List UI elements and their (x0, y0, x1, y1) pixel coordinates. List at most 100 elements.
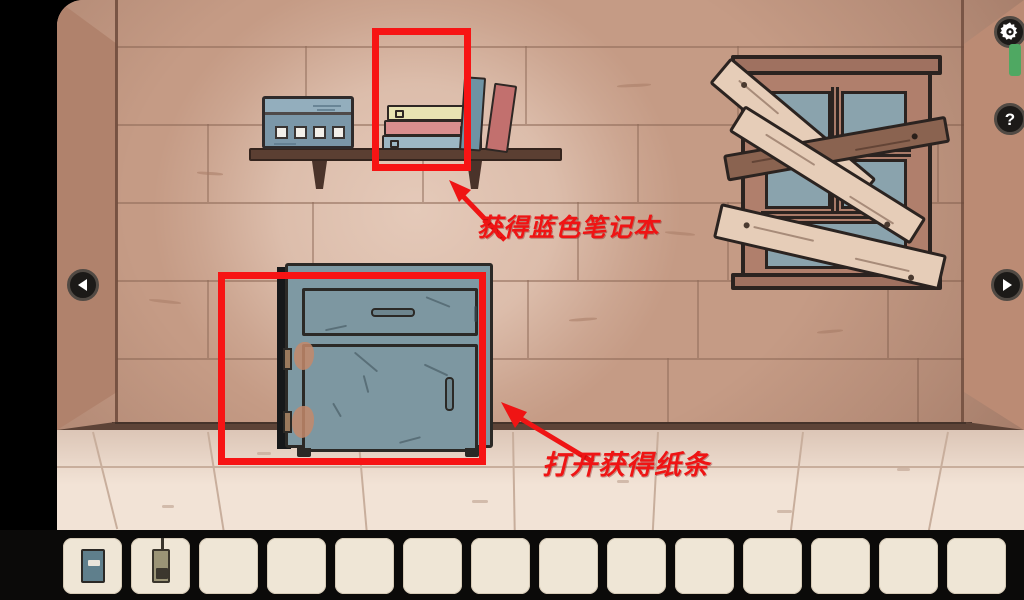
radio-detail-line (317, 109, 335, 111)
inventory-slot-4[interactable] (267, 538, 326, 594)
inventory-slot-8[interactable] (539, 538, 598, 594)
brick-mortar-line (312, 202, 314, 280)
annotation-label-cabinet: 打开获得纸条 (542, 450, 710, 481)
plank-nail (743, 221, 751, 229)
cabinet-foot (465, 448, 479, 457)
rust-stain (292, 406, 314, 438)
nav-left-button[interactable] (67, 269, 99, 301)
radio-button[interactable] (294, 126, 307, 139)
highlight-box-cabinet (218, 272, 486, 465)
plank-grain (854, 139, 911, 151)
plank-nail (911, 132, 919, 140)
brick-mortar-line (525, 46, 527, 124)
gear-icon (1000, 22, 1018, 40)
floor-speck (162, 505, 174, 508)
inventory-slot-1[interactable] (63, 538, 122, 594)
highlight-box-notebook (372, 28, 471, 171)
brick-mortar-line (305, 46, 307, 124)
inventory-slot-2[interactable] (131, 538, 190, 594)
baseboard-left (57, 422, 115, 432)
green-side-tab[interactable] (1009, 44, 1021, 76)
cabinet-body (283, 263, 493, 452)
window-mullion (761, 211, 911, 219)
annotation-label-notebook: 获得蓝色笔记本 (477, 213, 660, 242)
window-sill-top (731, 55, 942, 75)
cabinet-scratch (474, 306, 477, 322)
inventory-slot-5[interactable] (335, 538, 394, 594)
brick-mortar-line (207, 280, 209, 358)
brick-mortar-line (207, 124, 209, 202)
inventory-bar[interactable]: PCPOP下载 PCPOP Download (0, 530, 1024, 600)
book-label (395, 110, 404, 118)
inventory-slot-3[interactable] (199, 538, 258, 594)
settings-button[interactable] (994, 16, 1024, 48)
annotation-arrow-cabinet (501, 402, 595, 465)
inventory-slot-7[interactable] (471, 538, 530, 594)
brick-mortar-line (667, 358, 669, 424)
inventory-slot-13[interactable] (879, 538, 938, 594)
floor-tile-line (57, 466, 1024, 468)
inventory-slot-14[interactable] (947, 538, 1006, 594)
inventory-slot-6[interactable] (403, 538, 462, 594)
cabinet-hinge (283, 348, 292, 370)
chevron-left-icon (78, 279, 87, 291)
brick-mortar-line (887, 280, 889, 358)
door-handle[interactable] (445, 377, 454, 411)
brick-mortar-line (527, 280, 529, 358)
radio-button[interactable] (275, 126, 288, 139)
radio-button[interactable] (332, 126, 345, 139)
radio-top-panel (265, 99, 351, 115)
question-mark-icon: ? (1004, 109, 1016, 129)
brick-mortar-line (577, 202, 579, 280)
plank-grain (854, 257, 910, 273)
brick-mortar-line (917, 358, 919, 424)
inventory-slot-9[interactable] (607, 538, 666, 594)
cabinet-door[interactable] (302, 344, 478, 452)
book-blue-flat[interactable] (382, 135, 482, 150)
inventory-slot-10[interactable] (675, 538, 734, 594)
floor-speck (777, 510, 792, 513)
wall-corner-right (961, 0, 964, 430)
cabinet-foot (297, 448, 311, 457)
floor-speck (897, 468, 910, 471)
brick-mortar-line (697, 280, 699, 358)
brick-mortar-line (115, 280, 967, 282)
brick-mortar-line (115, 124, 967, 126)
radio-device[interactable] (262, 96, 354, 149)
inventory-slot-11[interactable] (743, 538, 802, 594)
rust-stain (294, 342, 314, 370)
letterbox-bar-left (0, 0, 58, 530)
cabinet-drawer[interactable] (302, 288, 478, 336)
inventory-item-blue-notebook[interactable] (80, 549, 105, 583)
boarded-window[interactable] (709, 55, 951, 291)
brick-mortar-line (115, 46, 967, 48)
nav-right-button[interactable] (991, 269, 1023, 301)
floor-speck (257, 452, 271, 455)
scene-viewport[interactable]: 获得蓝色笔记本 打开获得纸条 ? (57, 0, 1024, 530)
radio-detail-line (313, 105, 341, 107)
inventory-item-walkie-talkie[interactable] (151, 538, 170, 583)
plank-grain (753, 225, 815, 242)
brick-mortar-line (637, 124, 639, 202)
plank-nail (907, 274, 915, 282)
floor-speck (472, 500, 488, 503)
chevron-right-icon (1003, 279, 1012, 291)
inventory-slot-12[interactable] (811, 538, 870, 594)
help-button[interactable]: ? (994, 103, 1024, 135)
cabinet-hinge (283, 411, 292, 433)
book-label (390, 140, 399, 148)
wall-corner-left (115, 0, 118, 430)
brick-mortar-line (115, 358, 967, 360)
drawer-handle[interactable] (371, 308, 415, 317)
brick-mortar-line (422, 124, 424, 202)
side-wall-left (57, 0, 117, 430)
baseboard (112, 422, 972, 433)
radio-button[interactable] (313, 126, 326, 139)
brick-mortar-line (937, 124, 939, 202)
baseboard-right (966, 422, 1024, 432)
metal-cabinet[interactable] (277, 255, 493, 457)
floor-speck (617, 480, 629, 483)
shelf-bracket (312, 161, 327, 189)
radio-detail-line (274, 143, 296, 145)
